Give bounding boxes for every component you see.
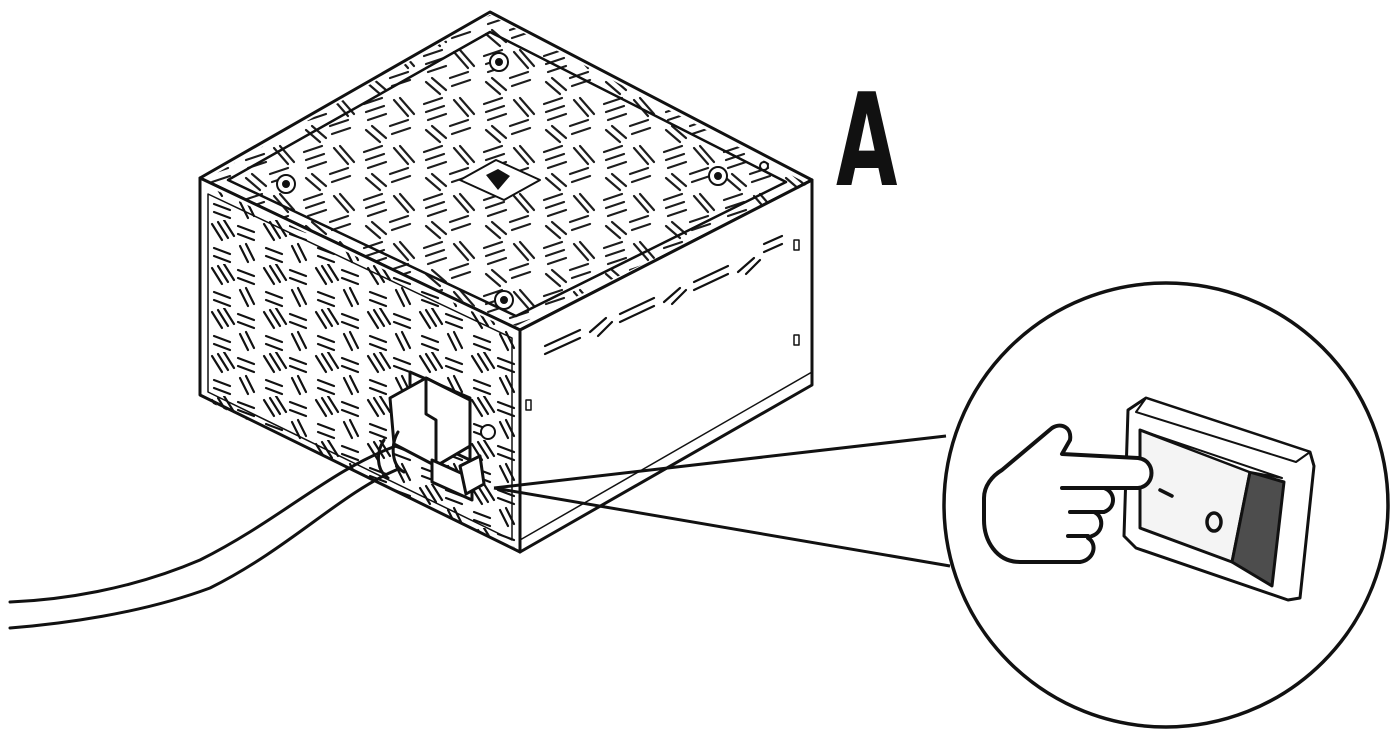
switch-on-symbol-icon — [1158, 488, 1174, 498]
psu-power-switch — [430, 454, 486, 502]
psu-right-face — [518, 178, 814, 554]
rocker-switch — [1122, 396, 1316, 602]
switch-rocker-dark — [1230, 470, 1286, 588]
pointing-hand-icon — [982, 423, 1154, 564]
power-cable — [8, 430, 406, 630]
side-vent-strip — [543, 234, 784, 356]
callout-lines — [493, 434, 951, 568]
step-label: A — [836, 67, 898, 216]
ac-inlet-plug — [388, 370, 496, 502]
switch-off-symbol-icon — [1205, 511, 1223, 533]
screw-icons — [276, 52, 769, 310]
